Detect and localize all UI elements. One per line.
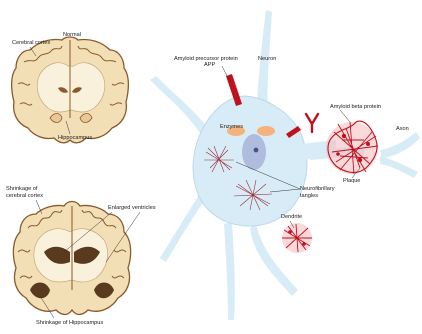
plaque-label: Plaque (343, 178, 360, 184)
normal-brain (12, 37, 129, 143)
alz-ventricles-label: Enlarged ventricles (108, 205, 156, 211)
neuron-label: Neuron (258, 56, 276, 62)
tangles-label-line1: Neurofibrillary (300, 186, 335, 192)
normal-cortex-label: Cerebral cortex (12, 40, 50, 46)
enzyme-right (257, 126, 275, 136)
amyloid-label: Amyloid beta protein (330, 104, 381, 110)
app-leader (222, 66, 230, 82)
app-label-line2: APP (204, 62, 215, 68)
alz-cortex-label-line2: cerebral cortex (6, 193, 43, 199)
normal-title: Normal (63, 32, 81, 38)
neuron-nucleolus (254, 148, 259, 153)
dendrite-plaque (282, 223, 312, 253)
tangles-label-line2: tangles (300, 193, 318, 199)
amyloid-leader (340, 110, 350, 122)
amyloid-plaque (326, 121, 378, 174)
axon-label: Axon (396, 126, 409, 132)
dendrite-label: Dendrite (281, 214, 302, 220)
normal-hippocampus-label: Hippocampus (58, 135, 92, 141)
alz-hippocampus-label: Shrinkage of Hippocampus (36, 320, 103, 326)
neuron-nucleus (242, 134, 266, 170)
amyloid-y-fragment (306, 114, 318, 132)
normal-white-matter (37, 63, 105, 112)
enzymes-label: Enzymes (220, 124, 243, 130)
alzheimers-brain (13, 200, 140, 318)
alz-cortex-label-line1: Shrinkage of (6, 186, 37, 192)
